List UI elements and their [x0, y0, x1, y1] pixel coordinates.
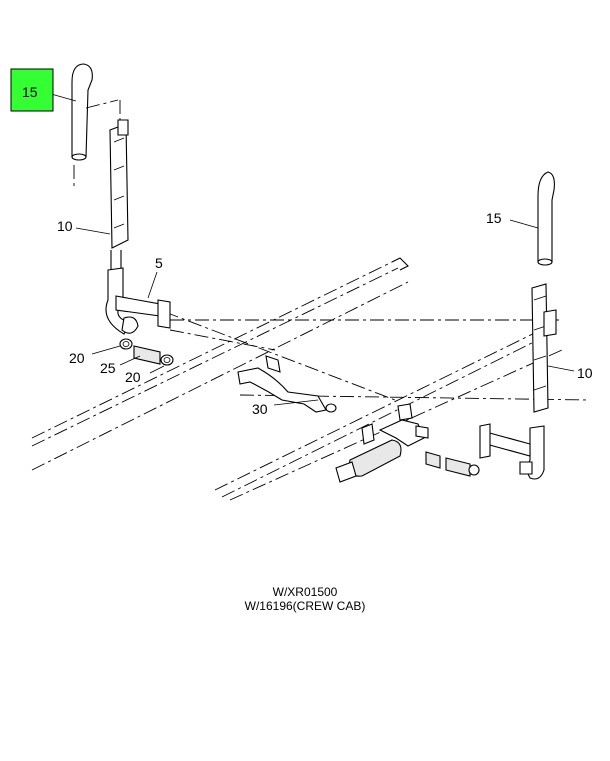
muffler-assembly [335, 403, 480, 483]
callout-30: 30 [252, 401, 268, 417]
callout-15-right: 15 [486, 210, 502, 226]
cross-lines [164, 311, 591, 401]
callout-10-right: 10 [577, 365, 593, 381]
callout-20-a: 20 [69, 350, 85, 366]
clamp-a [119, 338, 133, 350]
right-mount-bracket [479, 423, 533, 475]
clamp-b [160, 354, 174, 366]
highlight-box [10, 68, 54, 112]
right-exhaust-stack [537, 171, 555, 266]
callout-10-left: 10 [57, 218, 73, 234]
caption-line-1: W/XR01500 [272, 585, 338, 599]
frame-rail-rear [31, 257, 409, 471]
callout-25: 25 [100, 360, 116, 376]
left-mount-bracket [115, 295, 171, 334]
leader-lines [43, 91, 575, 406]
callout-5: 5 [155, 255, 163, 271]
callout-15-highlight: 15 [22, 84, 38, 100]
center-exhaust-pipe [237, 355, 337, 413]
callout-20-b: 20 [125, 369, 141, 385]
coupler-tube [133, 345, 161, 365]
left-exhaust-stack [71, 63, 121, 190]
caption-line-2: W/16196(CREW CAB) [244, 599, 366, 613]
